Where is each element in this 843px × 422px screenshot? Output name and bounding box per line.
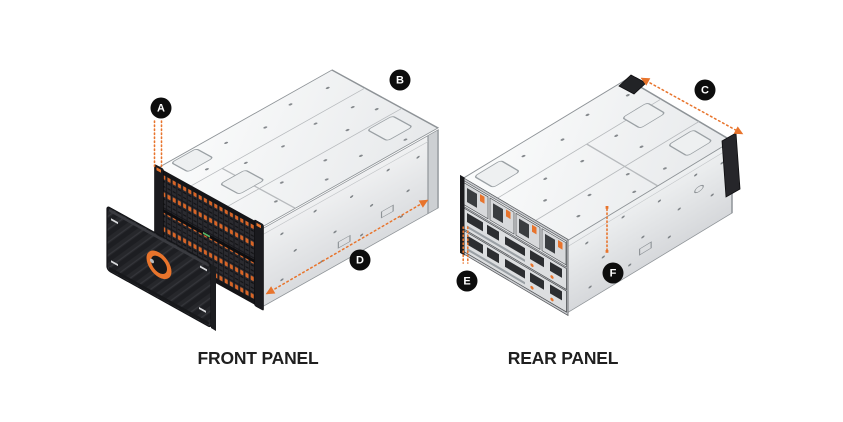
bezel-side-edge <box>211 264 216 331</box>
top-cover-screws <box>521 94 667 218</box>
dimension-arrow-c <box>640 77 744 135</box>
front-chassis-top-cover <box>154 69 440 228</box>
front-bezel <box>106 206 212 328</box>
callout-badge-f: F <box>602 262 624 284</box>
rear-panel-label: REAR PANEL <box>507 348 619 368</box>
right-rack-ear <box>254 219 264 311</box>
callout-badge-a: A <box>150 97 172 119</box>
front-panel-label: FRONT PANEL <box>197 348 319 368</box>
psu-row <box>462 179 567 268</box>
callout-badge-c: C <box>694 79 716 101</box>
line-f-end-cap-bottom <box>605 250 609 253</box>
callout-badge-d: D <box>349 249 371 271</box>
dimension-arrow-d <box>265 199 429 295</box>
line-f-end-cap-top <box>605 206 609 209</box>
psu-module <box>463 182 489 220</box>
psu-module <box>541 228 567 266</box>
top-cover-screws <box>204 86 408 203</box>
side-panel-screws <box>585 161 724 289</box>
controller-module-1 <box>462 206 567 291</box>
rear-right-ear <box>721 132 741 198</box>
psu-module <box>515 212 541 251</box>
status-led <box>203 231 210 238</box>
callout-lines <box>153 77 744 295</box>
rear-chassis-illustration <box>460 74 741 317</box>
callout-badge-b: B <box>389 69 411 91</box>
rear-io-face <box>460 174 569 317</box>
bezel-logo-emblem <box>146 250 172 280</box>
psu-module <box>489 197 515 235</box>
front-drive-bay <box>154 164 264 311</box>
callout-badge-e: E <box>456 270 478 292</box>
